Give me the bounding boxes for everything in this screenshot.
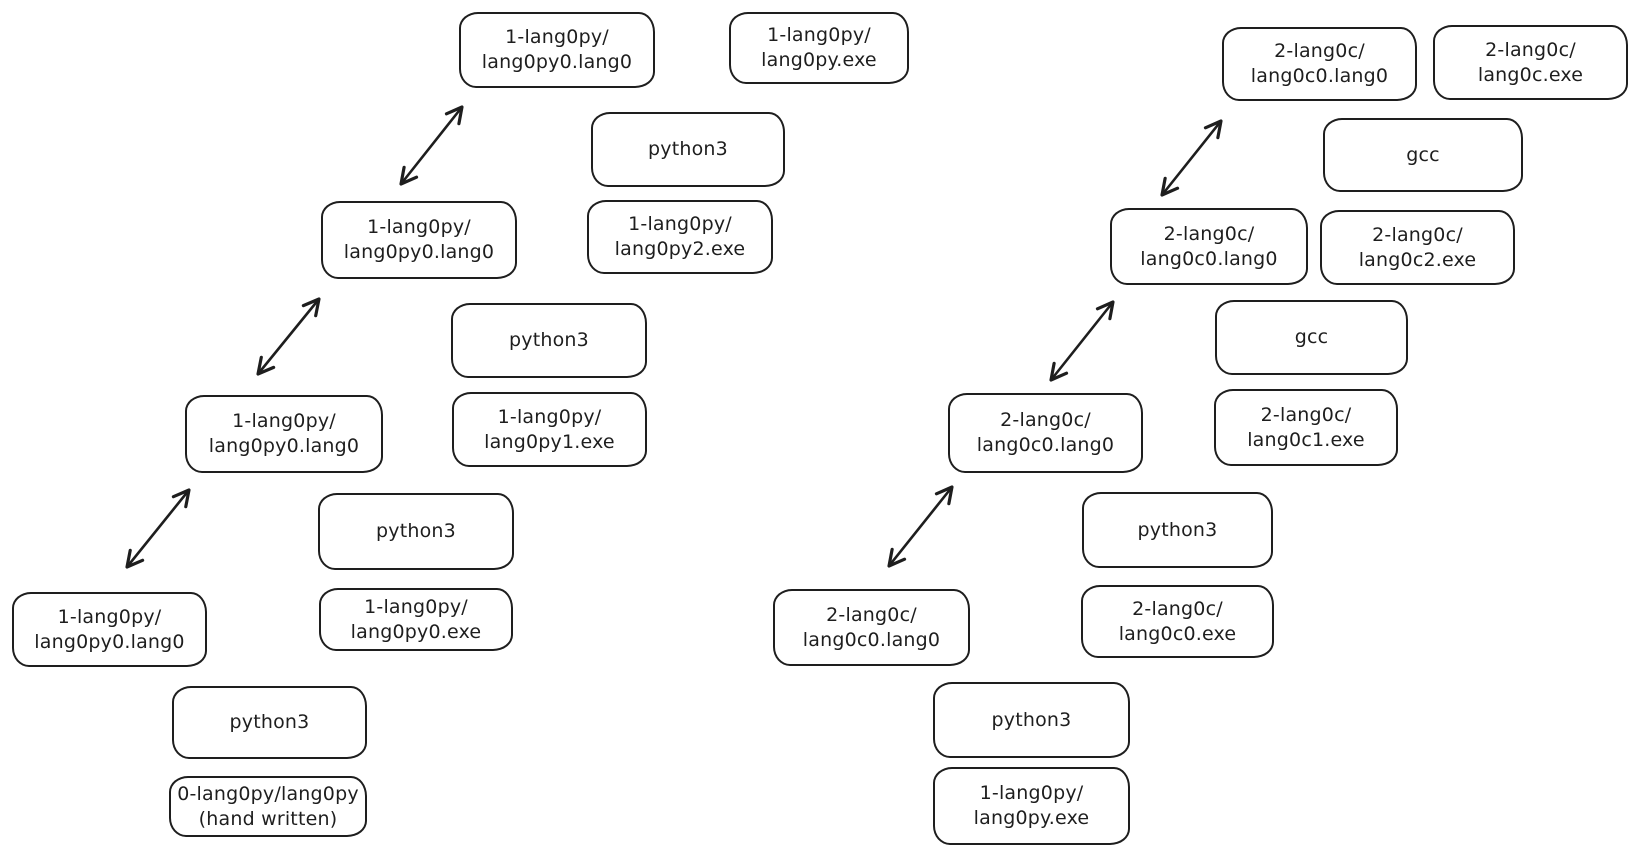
- node-py-source-3: 1-lang0py/ lang0py0.lang0: [321, 201, 517, 279]
- node-py-exe-2: 1-lang0py/ lang0py2.exe: [587, 200, 773, 274]
- node-c-compiler-2: python3: [1082, 492, 1273, 568]
- node-py-exe-1: 1-lang0py/ lang0py1.exe: [452, 392, 647, 467]
- node-label: python3: [509, 329, 589, 352]
- node-c-source-3: 2-lang0c/ lang0c0.lang0: [1110, 208, 1308, 285]
- node-c-source-4: 2-lang0c/ lang0c0.lang0: [1222, 27, 1417, 101]
- node-c-exe-2: 2-lang0c/ lang0c2.exe: [1320, 210, 1515, 285]
- node-py-exe-final: 1-lang0py/ lang0py.exe: [729, 12, 909, 84]
- node-label: 1-lang0py/ lang0py0.lang0: [208, 410, 360, 457]
- node-py-compiler-3: python3: [451, 303, 647, 378]
- node-label: 1-lang0py/ lang0py0.lang0: [34, 605, 185, 653]
- arrow-c-link-3-4: [1160, 119, 1223, 197]
- node-c-exe-1: 2-lang0c/ lang0c1.exe: [1214, 389, 1398, 466]
- arrow-py-link-1-2: [125, 488, 191, 569]
- node-label: python3: [229, 711, 310, 734]
- node-label: 1-lang0py/ lang0py.exe: [973, 782, 1090, 829]
- node-label: python3: [991, 708, 1072, 731]
- node-label: 1-lang0py/ lang0py1.exe: [484, 405, 615, 453]
- node-label: gcc: [1294, 326, 1329, 349]
- node-py-exe-0: 1-lang0py/ lang0py0.exe: [319, 588, 513, 651]
- node-label: python3: [648, 138, 728, 161]
- node-label: python3: [376, 520, 456, 543]
- node-label: 2-lang0c/ lang0c0.lang0: [976, 409, 1115, 456]
- node-py-source-1: 1-lang0py/ lang0py0.lang0: [12, 592, 207, 667]
- node-label: 2-lang0c/ lang0c2.exe: [1358, 223, 1477, 271]
- node-py-source-4: 1-lang0py/ lang0py0.lang0: [459, 12, 655, 88]
- node-label: 2-lang0c/ lang0c0.exe: [1118, 597, 1237, 645]
- arrow-py-link-3-4: [399, 105, 464, 186]
- node-c-bootstrap-exe: 1-lang0py/ lang0py.exe: [933, 767, 1130, 845]
- node-label: 0-lang0py/lang0py (hand written): [177, 782, 359, 830]
- node-c-exe-0: 2-lang0c/ lang0c0.exe: [1081, 585, 1274, 658]
- node-label: python3: [1137, 518, 1218, 541]
- node-label: 2-lang0c/ lang0c0.lang0: [1140, 222, 1278, 270]
- arrow-c-link-2-3: [1049, 300, 1115, 382]
- node-label: 1-lang0py/ lang0py0.exe: [350, 595, 482, 643]
- node-label: 2-lang0c/ lang0c1.exe: [1247, 403, 1365, 451]
- node-py-compiler-4: python3: [591, 112, 785, 187]
- node-c-exe-final: 2-lang0c/ lang0c.exe: [1433, 25, 1628, 100]
- node-py-compiler-2: python3: [318, 493, 514, 570]
- node-py-hand-written: 0-lang0py/lang0py (hand written): [169, 776, 367, 837]
- node-label: 2-lang0c/ lang0c0.lang0: [1250, 40, 1389, 87]
- node-c-compiler-4: gcc: [1323, 118, 1523, 192]
- node-label: 1-lang0py/ lang0py2.exe: [614, 213, 746, 260]
- node-label: 1-lang0py/ lang0py0.lang0: [481, 26, 633, 73]
- node-c-compiler-3: gcc: [1215, 300, 1408, 375]
- node-py-source-2: 1-lang0py/ lang0py0.lang0: [185, 395, 383, 473]
- node-label: gcc: [1406, 143, 1440, 166]
- node-label: 1-lang0py/ lang0py0.lang0: [343, 216, 495, 263]
- node-c-source-2: 2-lang0c/ lang0c0.lang0: [948, 393, 1143, 473]
- node-label: 2-lang0c/ lang0c0.lang0: [802, 603, 941, 651]
- node-c-compiler-1: python3: [933, 682, 1130, 758]
- arrow-c-link-1-2: [887, 485, 954, 568]
- node-label: 2-lang0c/ lang0c.exe: [1477, 38, 1584, 86]
- node-c-source-1: 2-lang0c/ lang0c0.lang0: [773, 589, 970, 666]
- arrow-py-link-2-3: [256, 297, 321, 376]
- node-py-compiler-1: python3: [172, 686, 367, 759]
- node-label: 1-lang0py/ lang0py.exe: [761, 24, 877, 71]
